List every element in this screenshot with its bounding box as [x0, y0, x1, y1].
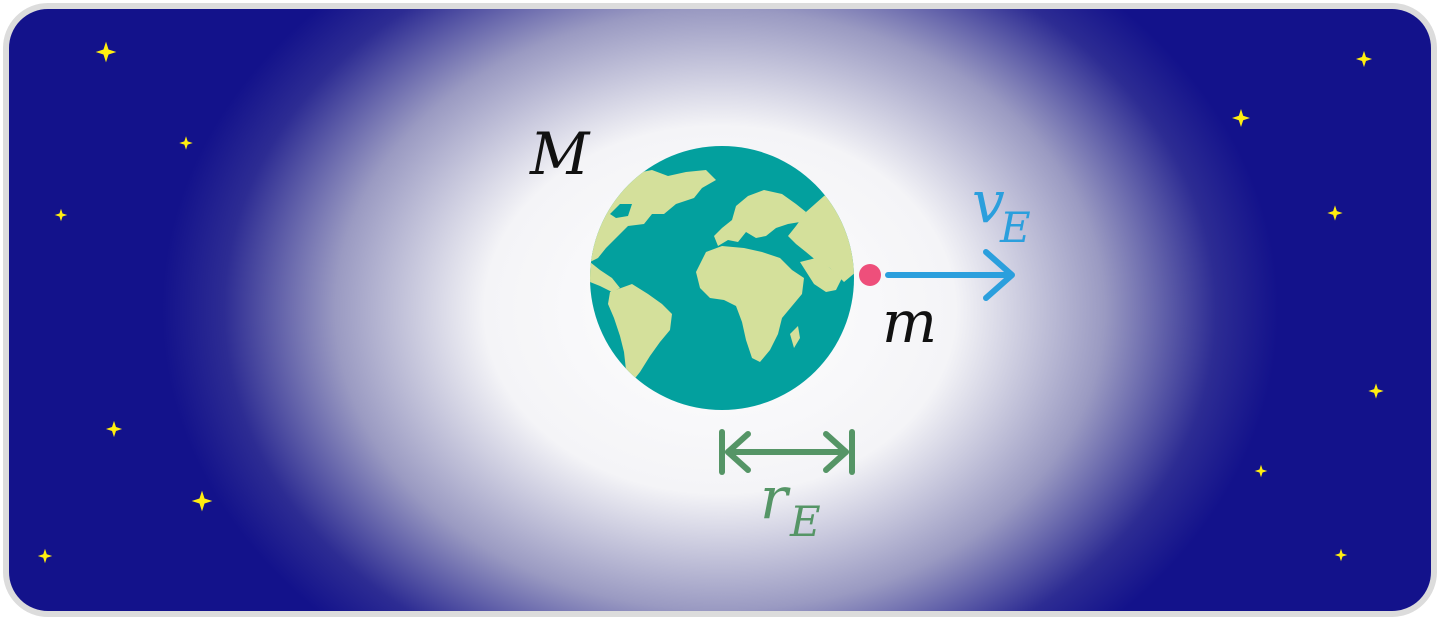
- radius-subscript: E: [789, 497, 821, 546]
- radius-label: r E: [760, 464, 821, 546]
- velocity-subscript: E: [999, 203, 1031, 252]
- velocity-arrow: [885, 249, 1015, 301]
- object-mass-dot: [859, 264, 881, 286]
- planet-mass-label: M: [529, 120, 591, 188]
- object-mass-label: m: [882, 288, 937, 356]
- velocity-symbol: v: [972, 168, 1005, 236]
- radius-symbol: r: [760, 464, 791, 532]
- radius-dimension-arrow: [719, 429, 855, 475]
- velocity-label: v E: [972, 168, 1031, 252]
- earth-continents: [590, 170, 854, 382]
- earth-globe-icon: [590, 146, 854, 410]
